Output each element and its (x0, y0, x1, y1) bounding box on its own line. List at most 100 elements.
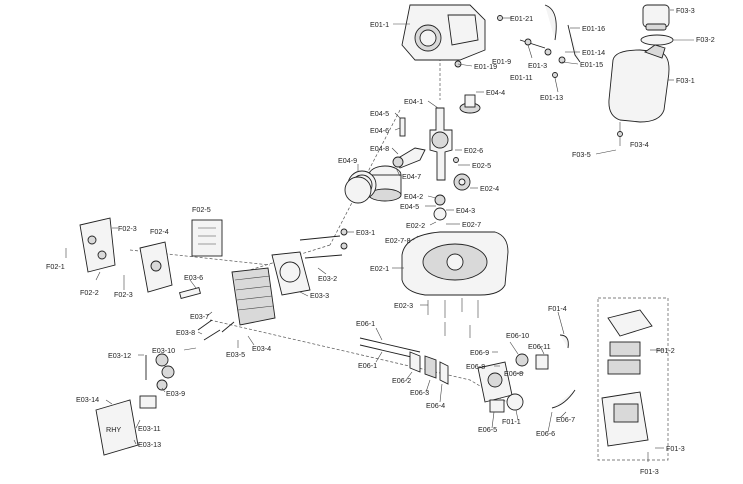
label-E03-13: E03-13 (138, 440, 161, 449)
label-E06-2: E06-2 (392, 376, 411, 385)
label-F03-5: F03-5 (572, 150, 591, 159)
label-E03-8: E03-8 (176, 328, 195, 337)
label-E01-15: E01-15 (580, 60, 603, 69)
air-filter-cover-part (79, 217, 116, 273)
fuel-pump-bulb-part (515, 353, 549, 370)
label-E06-1-bottom: E06-1 (358, 361, 377, 370)
carburetor-gasket-part (506, 393, 524, 411)
label-E01-1: E01-1 (370, 20, 389, 29)
label-E06-3: E06-3 (410, 388, 429, 397)
label-E03-14: E03-14 (76, 395, 99, 404)
label-F01-3-right: F01-3 (666, 444, 685, 453)
air-box-base-part (601, 391, 649, 447)
label-F03-2: F03-2 (696, 35, 715, 44)
label-F02-5: F02-5 (192, 205, 211, 214)
svg-text:RHY: RHY (106, 425, 121, 434)
flywheel-gear-part (453, 173, 471, 191)
label-E03-10: E03-10 (152, 346, 175, 355)
label-E04-9: E04-9 (338, 156, 357, 165)
label-F02-1: F02-1 (46, 262, 65, 271)
label-E04-8: E04-8 (370, 144, 389, 153)
label-E03-9: E03-9 (166, 389, 185, 398)
muffler-bolts-part (197, 319, 235, 341)
label-E06-8-right: E06-8 (504, 369, 523, 378)
label-E04-7: E04-7 (402, 172, 421, 181)
label-E06-4: E06-4 (426, 401, 445, 410)
label-E02-1: E02-1 (370, 264, 389, 273)
label-E04-3: E04-3 (456, 206, 475, 215)
key-part (399, 117, 406, 137)
crankcase-cover-part (401, 231, 509, 296)
muffler-gaskets-part (139, 353, 175, 409)
crankcase-part (401, 4, 486, 61)
fuel-tank-part (608, 44, 670, 137)
leader-lines (65, 9, 694, 462)
label-E04-1: E04-1 (404, 97, 423, 106)
washer-part (453, 157, 459, 163)
label-E02-7-8: E02-7-8 (385, 236, 411, 245)
label-E06-1-top: E06-1 (356, 319, 375, 328)
label-E06-5: E06-5 (478, 425, 497, 434)
label-E01-3: E01-3 (528, 61, 547, 70)
label-F03-4: F03-4 (630, 140, 649, 149)
label-E02-2: E02-2 (406, 221, 425, 230)
label-F01-2: F01-2 (656, 346, 675, 355)
label-E01-21: E01-21 (510, 14, 533, 23)
label-E01-11: E01-11 (510, 73, 533, 82)
part-labels: E01-1 E01-21 E01-16 E01-14 E01-15 E01-3 … (46, 6, 715, 476)
label-E03-5: E03-5 (226, 350, 245, 359)
return-line-part (559, 334, 569, 349)
foam-filter-part (607, 341, 641, 375)
air-filter-element-part (191, 219, 223, 257)
label-E06-6: E06-6 (536, 429, 555, 438)
bearing-part (434, 194, 446, 206)
label-F02-4: F02-4 (150, 227, 169, 236)
label-F01-1: F01-1 (502, 417, 521, 426)
label-F01-4: F01-4 (548, 304, 567, 313)
label-E03-2: E03-2 (318, 274, 337, 283)
label-E02-4: E02-4 (480, 184, 499, 193)
muffler-part: RHY (95, 399, 139, 456)
label-E04-5: E04-5 (370, 109, 389, 118)
connecting-rod-part (392, 147, 426, 169)
fuel-cap-part (642, 4, 670, 31)
label-E06-8-top: E06-8 (466, 362, 485, 371)
fuel-line-part (551, 389, 576, 409)
cylinder-head-part (231, 267, 276, 326)
label-E06-10: E06-10 (506, 331, 529, 340)
label-E04-6: E04-6 (370, 126, 389, 135)
drive-gear-part (459, 94, 481, 114)
label-F02-3-bottom: F02-3 (114, 290, 133, 299)
label-E01-13: E01-13 (540, 93, 563, 102)
assembly-axis-filter (129, 249, 271, 266)
label-E03-3: E03-3 (310, 291, 329, 300)
label-F02-3-top: F02-3 (118, 224, 137, 233)
label-E02-7: E02-7 (462, 220, 481, 229)
label-F03-3: F03-3 (676, 6, 695, 15)
label-E01-19: E01-19 (474, 62, 497, 71)
piston-rings-part (344, 170, 377, 204)
label-E03-12: E03-12 (108, 351, 131, 360)
air-filter-cover-f01-part (607, 309, 653, 337)
label-F02-2: F02-2 (80, 288, 99, 297)
label-F03-1: F03-1 (676, 76, 695, 85)
label-E01-14: E01-14 (582, 48, 605, 57)
label-E03-4: E03-4 (252, 344, 271, 353)
label-E01-9: E01-9 (492, 57, 511, 66)
cover-bolts-part (427, 298, 479, 338)
label-E06-9: E06-9 (470, 348, 489, 357)
label-E01-16: E01-16 (582, 24, 605, 33)
spark-plug-part (179, 286, 201, 300)
label-E04-2: E04-2 (404, 192, 423, 201)
label-E02-3: E02-3 (394, 301, 413, 310)
cylinder-gasket-part (271, 251, 311, 296)
label-E03-6: E03-6 (184, 273, 203, 282)
label-E03-1: E03-1 (356, 228, 375, 237)
label-E06-11: E06-11 (528, 342, 551, 351)
throttle-lever-part (454, 4, 581, 78)
cylinder-studs-part (299, 228, 348, 259)
label-F01-3-bottom: F01-3 (640, 467, 659, 476)
label-E04-4: E04-4 (486, 88, 505, 97)
